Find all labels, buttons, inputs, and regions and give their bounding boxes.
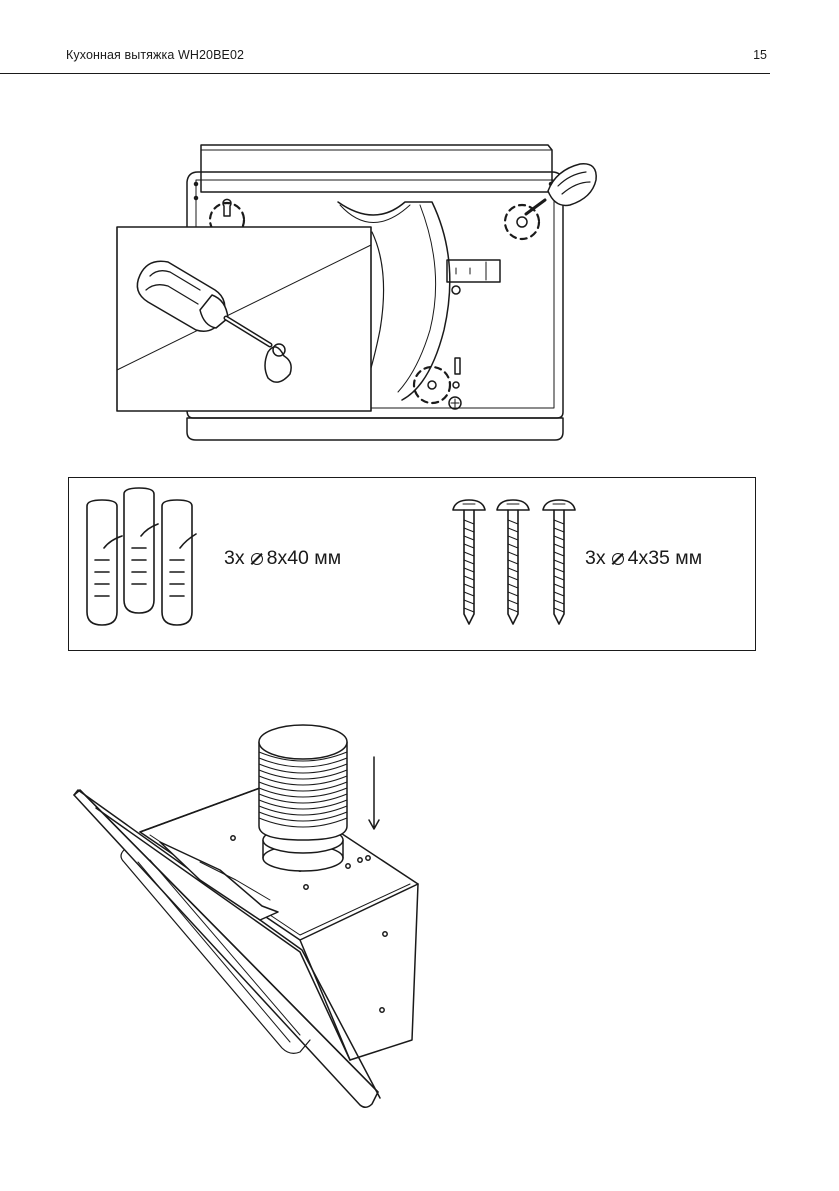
screw-size: 4x35 мм [628,547,703,569]
diameter-icon [251,553,263,565]
screw-spec: 3x 4x35 мм [585,547,702,570]
dowel-size: 8x40 мм [267,547,342,569]
diameter-icon [612,553,624,565]
dowel-spec: 3x 8x40 мм [224,547,341,570]
flexible-duct [259,725,347,840]
parts-icons [0,0,839,700]
screws-icon [453,500,575,624]
down-arrow-icon [369,757,379,829]
screw-qty: 3x [585,547,606,569]
hood-body-box [140,785,418,1060]
hood-glass-panel [74,790,378,1107]
wall-dowels-icon [87,488,196,625]
dowel-qty: 3x [224,547,245,569]
